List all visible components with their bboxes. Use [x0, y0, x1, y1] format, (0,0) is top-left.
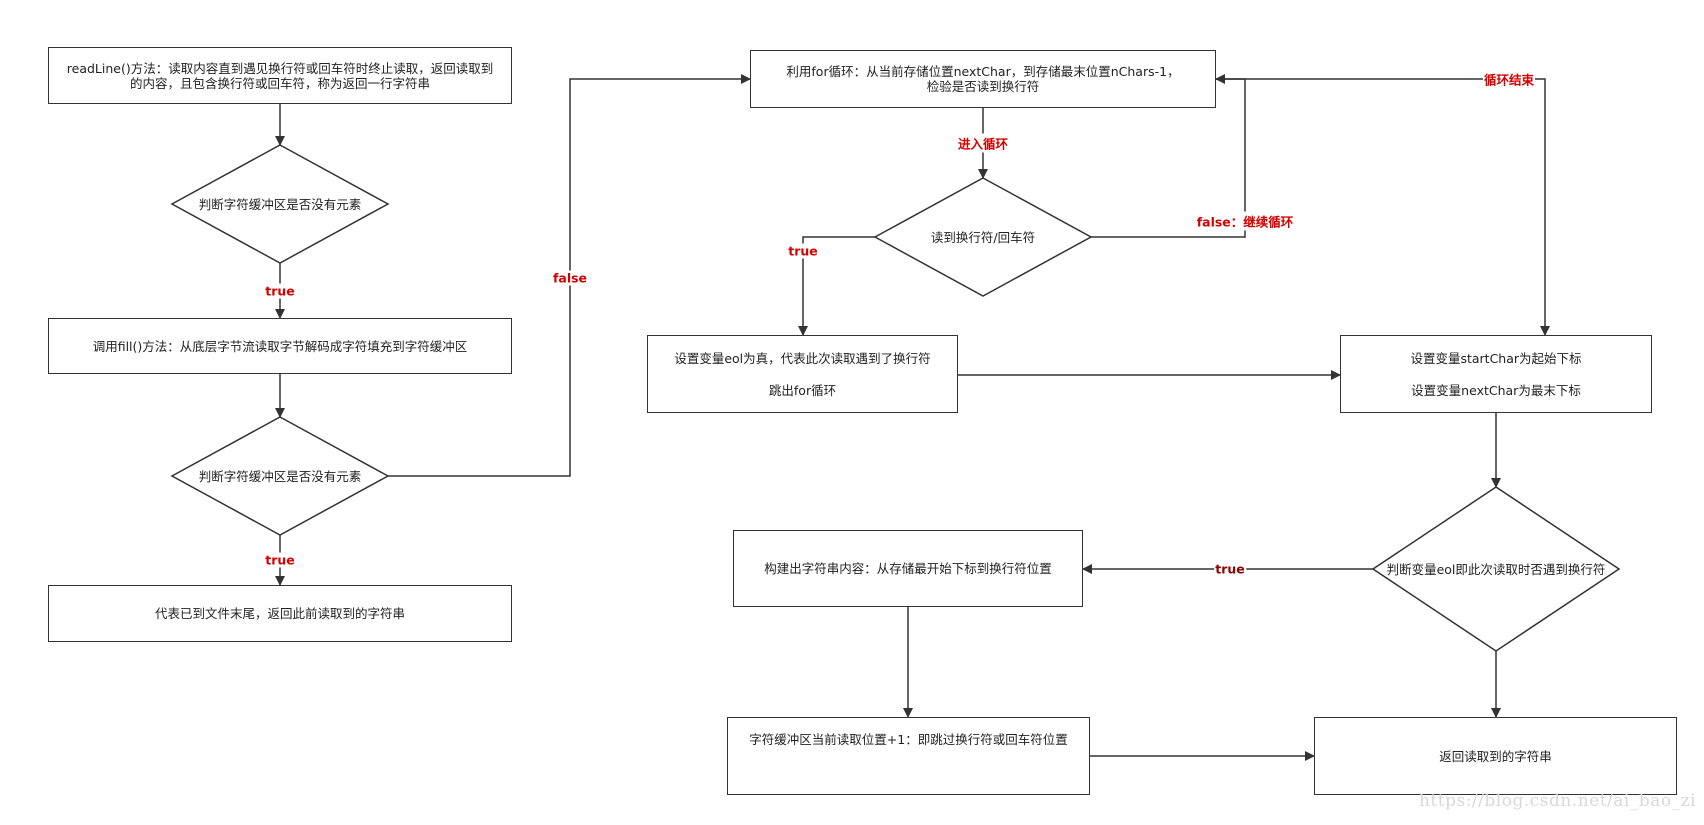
decision-buffer-empty-2-label: 判断字符缓冲区是否没有元素: [198, 468, 362, 484]
edge-label-true-4: true: [1214, 561, 1246, 577]
node-return-string: 返回读取到的字符串: [1314, 717, 1677, 795]
edge-label-true-1: true: [264, 283, 296, 299]
node-readline-line-1: readLine()方法：读取内容直到遇见换行符或回车符时终止读取，返回读取到: [66, 60, 494, 76]
node-readline-line-2: 的内容，且包含换行符或回车符，称为返回一行字符串: [129, 75, 430, 91]
node-build-string-text: 构建出字符串内容：从存储最开始下标到换行符位置: [764, 561, 1052, 576]
node-set-eol-true: 设置变量eol为真，代表此次读取遇到了换行符 跳出for循环: [647, 335, 958, 413]
node-set-vars: 设置变量startChar为起始下标 设置变量nextChar为最末下标: [1340, 335, 1652, 413]
node-end-of-file-text: 代表已到文件末尾，返回此前读取到的字符串: [154, 606, 405, 621]
node-return-string-text: 返回读取到的字符串: [1439, 748, 1552, 764]
edge-label-false-1: false: [551, 270, 589, 286]
edge-label-enter-loop: 进入循环: [956, 133, 1010, 153]
node-advance-position-text: 字符缓冲区当前读取位置+1：即跳过换行符或回车符位置: [749, 732, 1068, 747]
node-call-fill: 调用fill()方法：从底层字节流读取字节解码成字符填充到字符缓冲区: [48, 318, 512, 374]
node-advance-position: 字符缓冲区当前读取位置+1：即跳过换行符或回车符位置: [727, 717, 1090, 795]
edge-label-false-continue: false：继续循环: [1195, 211, 1295, 231]
node-for-loop-line-1: 利用for循环：从当前存储位置nextChar，到存储最末位置nChars-1，: [786, 64, 1180, 79]
node-set-vars-line-1: 设置变量startChar为起始下标: [1410, 350, 1582, 366]
edge-newline-true-to-set-eol: [798, 236, 875, 336]
node-set-eol-line-2: 跳出for循环: [768, 382, 837, 398]
node-call-fill-text: 调用fill()方法：从底层字节流读取字节解码成字符填充到字符缓冲区: [92, 338, 468, 354]
edge-label-true-2: true: [264, 552, 296, 568]
node-for-loop-line-2: 检验是否读到换行符: [926, 79, 1040, 94]
edge-label-loop-end: 循环结束: [1482, 69, 1536, 89]
edge-forloop-loop-end: [1216, 78, 1550, 336]
node-readline-method: readLine()方法：读取内容直到遇见换行符或回车符时终止读取，返回读取到 …: [48, 47, 512, 104]
node-for-loop: 利用for循环：从当前存储位置nextChar，到存储最末位置nChars-1，…: [750, 50, 1216, 108]
node-set-vars-line-2: 设置变量nextChar为最末下标: [1411, 382, 1581, 398]
node-set-eol-line-1: 设置变量eol为真，代表此次读取遇到了换行符: [674, 350, 931, 366]
decision-newline-read-label: 读到换行符/回车符: [930, 229, 1036, 245]
decision-diamond-newline-read: [873, 177, 1093, 297]
decision-buffer-empty-1-label: 判断字符缓冲区是否没有元素: [198, 196, 362, 212]
watermark-text: https://blog.csdn.net/ai_bao_zi: [1418, 791, 1696, 811]
edge-label-true-3: true: [787, 243, 819, 259]
node-build-string: 构建出字符串内容：从存储最开始下标到换行符位置: [733, 530, 1083, 607]
node-end-of-file: 代表已到文件末尾，返回此前读取到的字符串: [48, 585, 512, 642]
decision-eol-check-label: 判断变量eol即此次读取时否遇到换行符: [1386, 561, 1606, 577]
